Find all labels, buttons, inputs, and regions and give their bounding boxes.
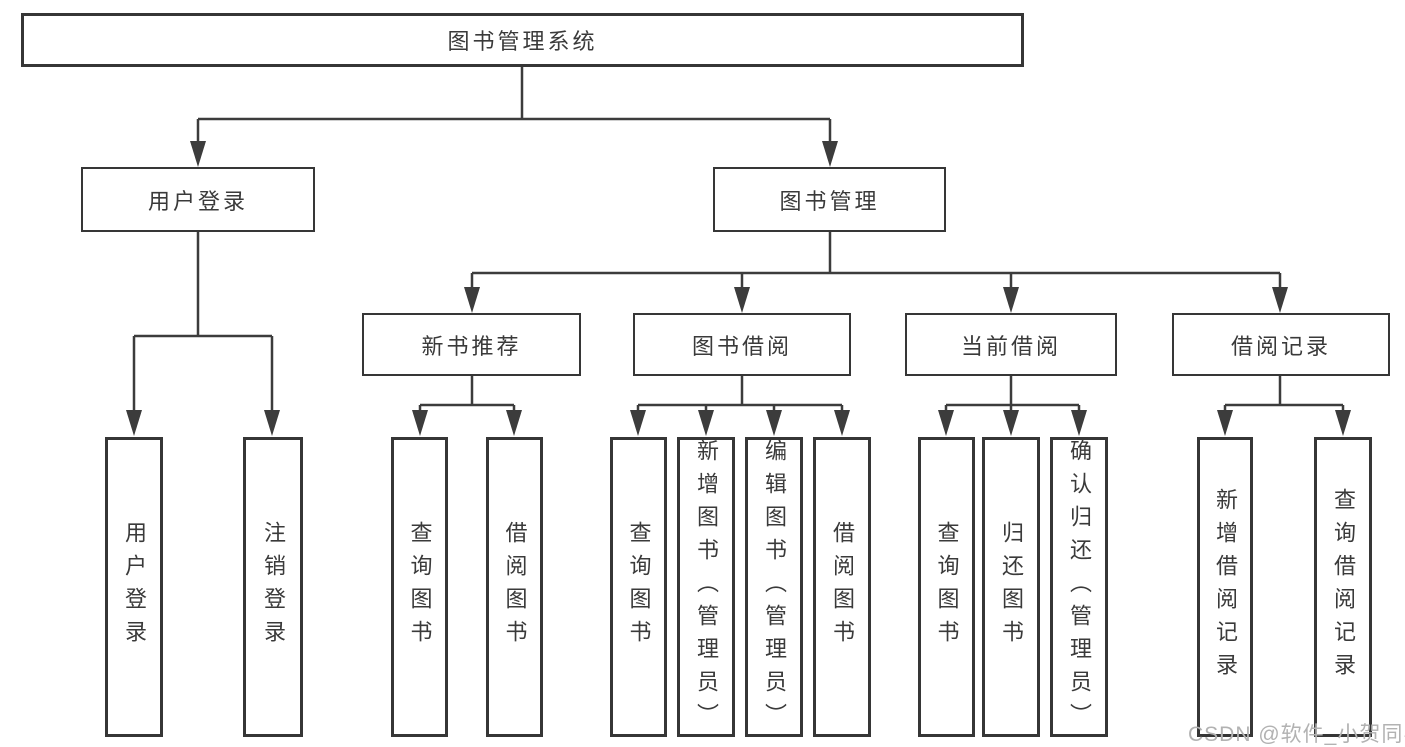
node-label: 用户登录: [122, 521, 147, 653]
node-label: 查询图书: [626, 521, 652, 653]
node-book-borrowing: 图书借阅: [633, 313, 851, 376]
connector-book-borrowing-children: [630, 375, 850, 436]
node-borrow-books-recommendation: 借阅图书: [486, 437, 543, 737]
node-label: 借阅图书: [502, 521, 528, 653]
node-query-books-current: 查询图书: [918, 437, 975, 737]
node-confirm-return-admin: 确认归还（管理员）: [1050, 437, 1108, 737]
node-borrowing-records: 借阅记录: [1172, 313, 1390, 376]
node-logout: 注销登录: [243, 437, 303, 737]
connector-book-management-children: [464, 231, 1288, 313]
node-label: 新书推荐: [421, 333, 522, 359]
node-label: 新增图书（管理员）: [694, 438, 719, 736]
node-label: 注销登录: [261, 521, 286, 653]
connector-current-borrowing-children: [938, 375, 1087, 436]
node-query-books-borrowing: 查询图书: [610, 437, 667, 737]
node-label: 图书借阅: [691, 333, 792, 359]
node-label: 图书管理: [779, 188, 880, 214]
node-book-management: 图书管理: [713, 167, 946, 232]
node-return-book: 归还图书: [982, 437, 1040, 737]
watermark: CSDN @软件_小贺同学: [1188, 723, 1405, 746]
node-new-book-recommendation: 新书推荐: [362, 313, 581, 376]
node-label: 查询借阅记录: [1331, 488, 1356, 686]
connector-root-to-level2: [190, 66, 838, 167]
node-label: 确认归还（管理员）: [1067, 438, 1092, 736]
node-label: 归还图书: [999, 521, 1024, 653]
node-current-borrowing: 当前借阅: [905, 313, 1117, 376]
node-label: 借阅记录: [1230, 333, 1331, 359]
node-label: 编辑图书（管理员）: [762, 438, 787, 736]
node-label: 查询图书: [407, 521, 433, 653]
node-label: 查询图书: [934, 521, 960, 653]
node-user-login: 用户登录: [81, 167, 315, 232]
connector-new-book-recommendation-children: [412, 375, 522, 436]
node-add-book-admin: 新增图书（管理员）: [677, 437, 735, 737]
node-edit-book-admin: 编辑图书（管理员）: [745, 437, 803, 737]
node-query-borrow-record: 查询借阅记录: [1314, 437, 1372, 737]
node-library-management-system: 图书管理系统: [21, 13, 1024, 67]
node-user-login-leaf: 用户登录: [105, 437, 163, 737]
node-query-books-recommendation: 查询图书: [391, 437, 448, 737]
node-add-borrow-record: 新增借阅记录: [1197, 437, 1253, 737]
connector-user-login-children: [126, 231, 280, 436]
node-label: 借阅图书: [830, 521, 855, 653]
node-borrow-books: 借阅图书: [813, 437, 871, 737]
node-label: 当前借阅: [960, 333, 1061, 359]
connector-borrowing-records-children: [1217, 375, 1351, 436]
node-label: 用户登录: [147, 188, 248, 214]
node-label: 新增借阅记录: [1213, 488, 1238, 686]
node-label: 图书管理系统: [447, 29, 598, 54]
